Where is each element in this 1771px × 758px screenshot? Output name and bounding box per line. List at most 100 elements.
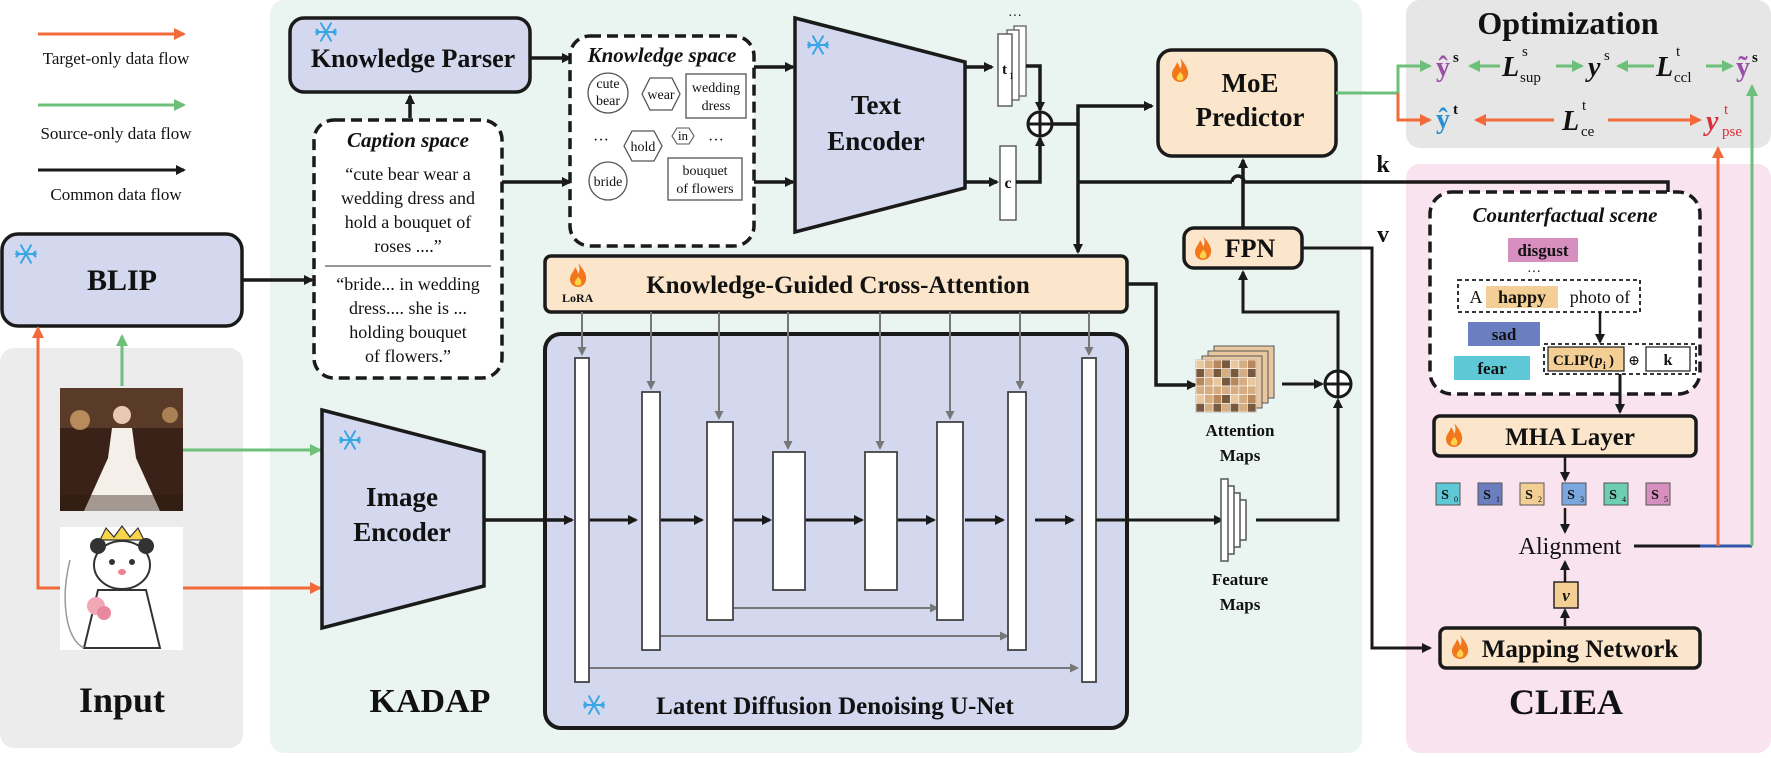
cliea-panel-title: CLIEA <box>1509 682 1623 722</box>
input-panel-title: Input <box>79 680 165 720</box>
emotion-slot-2 <box>1519 482 1545 506</box>
emotion-slot-label-0: S <box>1441 488 1449 503</box>
caption-1-line-4: roses ....” <box>374 236 441 256</box>
attention-map-cell <box>1247 359 1257 369</box>
emotion-slot-sub-2: 2 <box>1538 495 1542 504</box>
l-sup-sub: sup <box>1520 70 1541 86</box>
emotion-slot-4 <box>1603 482 1629 506</box>
knowledge-space-title: Knowledge space <box>587 43 737 67</box>
mapping-network-label: Mapping Network <box>1482 636 1679 663</box>
arrow-moe-to-ys-hat <box>1336 60 1432 95</box>
node-of-flowers-label: of flowers <box>676 182 733 197</box>
caption-2-line-2: dress.... she is ... <box>349 298 467 318</box>
attention-maps-label-1: Attention <box>1206 421 1275 440</box>
emotion-slot-sub-5: 5 <box>1664 495 1668 504</box>
feature-maps-label-2: Maps <box>1220 595 1261 614</box>
attention-map-cell <box>1238 394 1248 404</box>
kgca-label: Knowledge-Guided Cross-Attention <box>646 272 1030 299</box>
l-ce: L <box>1561 106 1579 137</box>
attention-map-cell <box>1195 359 1205 369</box>
alignment-label: Alignment <box>1519 534 1622 560</box>
attention-map-cell <box>1212 385 1223 395</box>
attention-map-cell <box>1221 385 1231 395</box>
attention-map-cell <box>1204 394 1214 404</box>
node-hold-label: hold <box>631 140 656 155</box>
text-encoder-block <box>793 15 967 235</box>
arrow-c-to-sum <box>1016 136 1045 184</box>
ys-hat-sup: s <box>1453 50 1459 66</box>
emotion-slot-label-1: S <box>1483 488 1491 503</box>
node-wear-label: wear <box>647 88 675 103</box>
emotion-slot-label-5: S <box>1651 488 1659 503</box>
emotion-disgust-chip <box>1508 238 1578 262</box>
knowledge-parser-box <box>288 16 532 94</box>
attention-map-cell <box>1229 359 1240 369</box>
y-pse-sup: t <box>1724 102 1729 118</box>
moe-label-line-2: Predictor <box>1196 102 1305 132</box>
lora-label: LoRA <box>562 291 594 305</box>
attention-maps-stack <box>1195 345 1275 413</box>
arrow-moe-to-yt-hat <box>1396 93 1432 126</box>
attention-map-cell <box>1212 368 1223 378</box>
image-encoder-line-1: Image <box>366 482 438 512</box>
clip-feature-chip <box>1547 346 1625 372</box>
caption-space-box <box>312 118 504 380</box>
node-bride <box>588 161 628 201</box>
moe-predictor-box <box>1156 48 1338 158</box>
l-ccl-sup: t <box>1676 44 1681 60</box>
node-cute-label: cute <box>596 77 619 92</box>
counterfactual-scene-title: Counterfactual scene <box>1473 203 1658 227</box>
y-pse-sub: pse <box>1722 124 1742 140</box>
attention-map-cell <box>1247 403 1257 413</box>
legend-target-label: Target-only data flow <box>43 49 190 68</box>
emotion-slot-3 <box>1561 482 1587 506</box>
knowledge-dots-right: ··· <box>708 132 724 149</box>
attention-map-cell <box>1238 403 1248 413</box>
unet-skip-connections <box>584 603 1079 673</box>
prompt-a: A <box>1470 287 1483 307</box>
node-in <box>671 127 695 145</box>
optimization-panel <box>1406 0 1771 148</box>
emotion-happy-chip <box>1486 286 1558 308</box>
attention-map-cell <box>1212 403 1223 413</box>
token-t-label: t <box>1002 62 1007 78</box>
l-ccl-sub: ccl <box>1674 70 1691 86</box>
arrow-sum-to-fpn <box>1238 270 1340 371</box>
ys-hat: ŷ <box>1436 52 1450 83</box>
map-sum-operator <box>1323 369 1353 399</box>
mapping-network-box <box>1438 626 1702 670</box>
emotion-slot-sub-0: 0 <box>1454 495 1458 504</box>
attention-map-cell <box>1221 359 1231 369</box>
yt-hat-sup: t <box>1453 102 1458 118</box>
attention-maps-label-2: Maps <box>1220 446 1261 465</box>
token-t-sub: 1 <box>1009 71 1014 81</box>
attention-map-cell <box>1229 377 1240 387</box>
attention-map-cell <box>1229 385 1240 395</box>
legend: Target-only data flow Source-only data f… <box>38 28 192 204</box>
emotion-disgust-label: disgust <box>1517 241 1568 260</box>
attention-map-cell <box>1229 403 1240 413</box>
attention-map-cell <box>1247 377 1257 387</box>
clip-suffix: ) <box>1609 353 1614 369</box>
feature-maps-label-1: Feature <box>1212 570 1269 589</box>
attention-map-cell <box>1212 394 1223 404</box>
attention-map-cell <box>1204 385 1214 395</box>
emotion-slot-sub-4: 4 <box>1622 495 1626 504</box>
mha-layer-label: MHA Layer <box>1505 424 1635 451</box>
ys-sup: s <box>1604 48 1610 64</box>
attention-map-cell <box>1238 359 1248 369</box>
blip-label: BLIP <box>87 264 157 297</box>
attention-map-cell <box>1229 394 1240 404</box>
emotion-sad-label: sad <box>1492 325 1517 344</box>
caption-1-line-1: “cute bear wear a <box>345 164 470 184</box>
attention-map-cell <box>1238 368 1248 378</box>
node-wear <box>641 77 681 111</box>
node-bouquet-label: bouquet <box>682 164 727 179</box>
emotion-happy-label: happy <box>1498 287 1546 307</box>
node-in-label: in <box>678 128 689 143</box>
attention-map-cell <box>1247 385 1257 395</box>
node-wedding-label: wedding <box>692 81 740 96</box>
attention-map-cell <box>1212 377 1223 387</box>
attention-map-cell <box>1238 377 1248 387</box>
